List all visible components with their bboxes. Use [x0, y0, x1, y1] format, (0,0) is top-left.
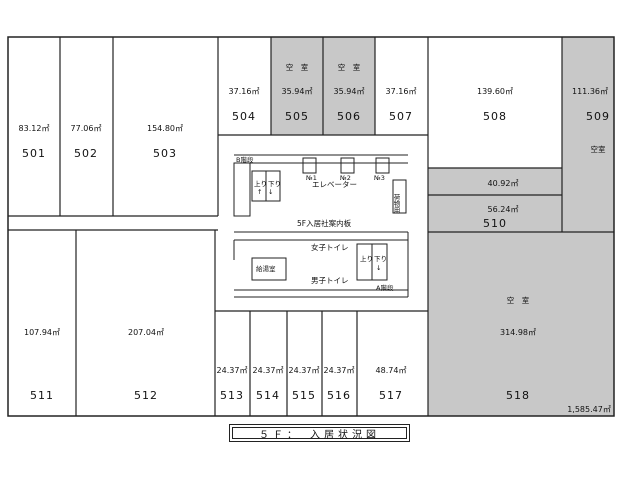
unit-505-number: 505: [285, 110, 309, 123]
stair-a-down-label: 下り: [374, 255, 387, 263]
unit-506-fill: [323, 37, 375, 135]
unit-518-fill: [428, 232, 614, 416]
unit-505-vacant-label: 空 室: [286, 62, 309, 72]
core-labels: B階段 上り ↑ 下り ↓ №1 №2 №3 エレベーター 荷物用 5F入居社案…: [236, 155, 400, 292]
unit-510-area-a: 40.92㎡: [488, 179, 519, 188]
elevator-2-shaft: [340, 157, 355, 174]
unit-508-number: 508: [483, 110, 507, 123]
unit-514-number: 514: [256, 389, 280, 402]
unit-507-number: 507: [389, 110, 413, 123]
directory-board-label: 5F入居社案内板: [297, 218, 352, 228]
unit-509-vacant-label: 空室: [591, 144, 606, 154]
unit-518-number: 518: [506, 389, 530, 402]
unit-511-number: 511: [30, 389, 54, 402]
unit-504-area: 37.16㎡: [229, 87, 260, 96]
unit-516-area: 24.37㎡: [324, 366, 355, 375]
unit-513-area: 24.37㎡: [217, 366, 248, 375]
unit-518-area: 314.98㎡: [500, 328, 536, 337]
womens-toilet-label: 女子トイレ: [311, 242, 349, 252]
up-arrow-icon: ↑: [257, 188, 262, 196]
unit-507-area: 37.16㎡: [386, 87, 417, 96]
total-area: 1,585.47㎡: [567, 405, 611, 414]
freight-elevator-label: 荷物用: [392, 193, 400, 215]
unit-partitions: [8, 37, 614, 416]
drawing-title-box: ５Ｆ： 入居状況図: [229, 424, 410, 442]
down-arrow-icon: ↓: [268, 188, 273, 196]
unit-labels: 83.12㎡ 501 77.06㎡ 502 154.80㎡ 503 37.16㎡…: [19, 62, 611, 414]
unit-509-fill: [562, 37, 614, 268]
stair-a-label: A階段: [376, 283, 394, 292]
elevator-1-shaft: [302, 157, 317, 174]
unit-503-area: 154.80㎡: [147, 124, 183, 133]
stair-b-down-label: 下り: [268, 180, 281, 188]
elevator-label: エレベーター: [312, 180, 357, 189]
unit-506-vacant-label: 空 室: [338, 62, 361, 72]
mens-toilet-label: 男子トイレ: [311, 276, 349, 285]
unit-518-vacant-label: 空 室: [507, 295, 530, 305]
unit-501-area: 83.12㎡: [19, 124, 50, 133]
elevator-3-label: №3: [373, 174, 385, 182]
unit-504-number: 504: [232, 110, 256, 123]
stair-b-label: B階段: [236, 155, 254, 164]
unit-510-number: 510: [483, 217, 507, 230]
unit-512-area: 207.04㎡: [128, 328, 164, 337]
unit-506-number: 506: [337, 110, 361, 123]
building-core: [233, 154, 409, 298]
unit-515-number: 515: [292, 389, 316, 402]
unit-508-area: 139.60㎡: [477, 87, 513, 96]
elevator-3-shaft: [375, 157, 390, 174]
unit-517-area: 48.74㎡: [376, 366, 407, 375]
unit-502-area: 77.06㎡: [71, 124, 102, 133]
unit-516-number: 516: [327, 389, 351, 402]
unit-505-fill: [271, 37, 323, 135]
drawing-title: ５Ｆ： 入居状況図: [232, 427, 407, 441]
unit-517-number: 517: [379, 389, 403, 402]
unit-501-number: 501: [22, 147, 46, 160]
stair-b-up-label: 上り: [254, 179, 267, 188]
unit-509-area: 111.36㎡: [572, 87, 608, 96]
unit-515-area: 24.37㎡: [289, 366, 320, 375]
unit-510-fill: [428, 168, 562, 232]
unit-509-number: 509: [586, 110, 610, 123]
unit-506-area: 35.94㎡: [334, 87, 365, 96]
stair-b: [233, 162, 251, 217]
unit-511-area: 107.94㎡: [24, 328, 60, 337]
elevator-1-label: №1: [305, 174, 317, 182]
kitchen-room: [251, 257, 287, 281]
unit-505-area: 35.94㎡: [282, 87, 313, 96]
unit-503-number: 503: [153, 147, 177, 160]
stair-a-up-label: 上り: [360, 254, 373, 263]
unit-512-number: 512: [134, 389, 158, 402]
down-arrow-icon: ↓: [376, 264, 381, 272]
unit-510-area-b: 56.24㎡: [488, 205, 519, 214]
freight-elevator: [392, 179, 407, 214]
unit-513-number: 513: [220, 389, 244, 402]
elevator-2-label: №2: [339, 174, 351, 182]
stair-b-down: [265, 170, 281, 202]
kitchen-label: 給湯室: [256, 264, 276, 273]
unit-514-area: 24.37㎡: [253, 366, 284, 375]
floor-outline: [7, 36, 615, 417]
unit-502-number: 502: [74, 147, 98, 160]
